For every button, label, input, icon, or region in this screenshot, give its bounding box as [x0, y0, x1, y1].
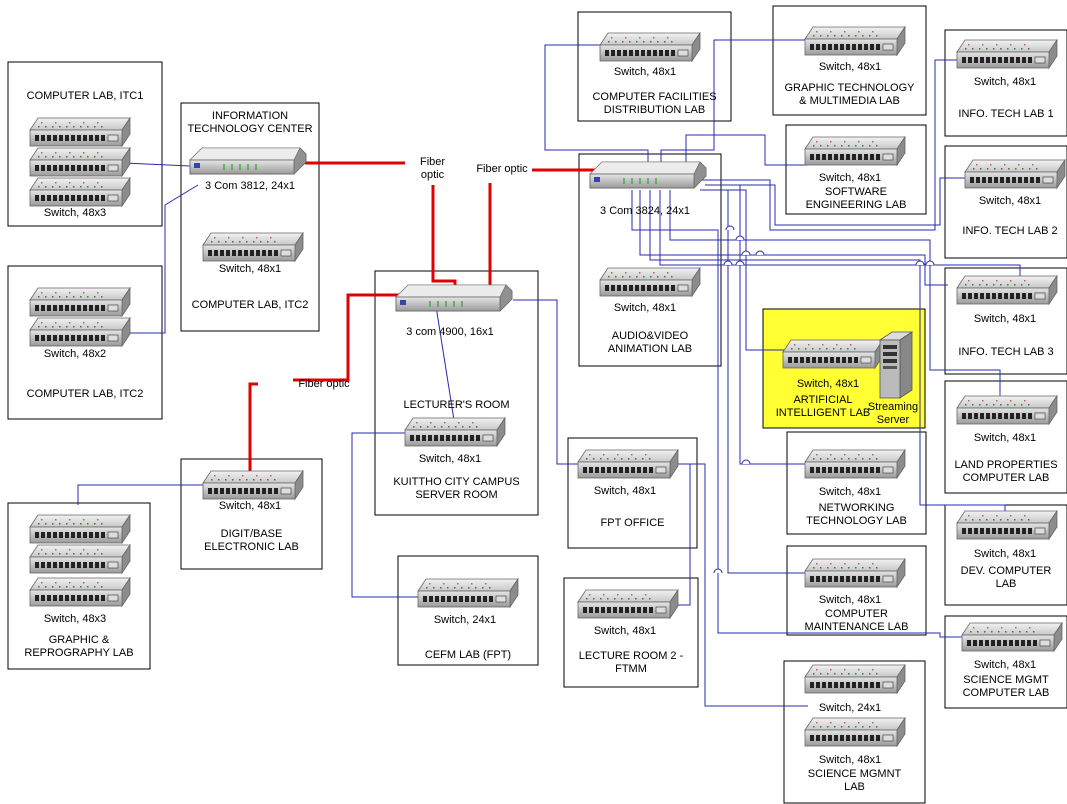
- cefm-switch-label: Switch, 24x1: [433, 614, 497, 626]
- switch-icon: [956, 395, 1058, 425]
- switch-icon: [782, 339, 884, 369]
- se-lab-title: SOFTWARE ENGINEERING LAB: [805, 186, 907, 211]
- ai-switch-label: Switch, 48x1: [796, 378, 860, 390]
- lecturers-room-title: LECTURER'S ROOM: [403, 399, 510, 411]
- switch-icon: [804, 558, 906, 588]
- switch-icon: [956, 275, 1058, 305]
- digit-lab-title: DIGIT/BASE ELECTRONIC LAB: [204, 528, 299, 553]
- server-icon: [878, 331, 914, 399]
- gtm-lab-title: GRAPHIC TECHNOLOGY & MULTIMEDIA LAB: [784, 82, 915, 107]
- switch-icon: [956, 39, 1058, 69]
- switch-icon: [404, 417, 506, 447]
- switch-icon: [202, 232, 304, 262]
- router-icon: [395, 284, 513, 312]
- fiber-optic-label: Fiber optic: [476, 163, 528, 175]
- switch-icon: [577, 449, 679, 479]
- itc2-left-switch-label: Switch, 48x2: [43, 348, 107, 360]
- streaming-server-label: Streaming Server: [867, 401, 919, 426]
- se-switch-label: Switch, 48x1: [818, 172, 882, 184]
- sm-lab-title: SCIENCE MGMT COMPUTER LAB: [962, 674, 1050, 699]
- itc-center-switch-label: Switch, 48x1: [218, 263, 282, 275]
- sci-switch2-label: Switch, 48x1: [818, 754, 882, 766]
- switch-icon: [599, 267, 701, 297]
- net-lab-title: NETWORKING TECHNOLOGY LAB: [806, 502, 907, 527]
- gtm-switch-label: Switch, 48x1: [818, 61, 882, 73]
- fiber-optic-label: Fiber optic: [298, 378, 350, 390]
- itc1-switch-label: Switch, 48x3: [43, 207, 107, 219]
- dev-lab-title: DEV. COMPUTER LAB: [960, 565, 1052, 590]
- switch-icon: [804, 136, 906, 166]
- cm-switch-label: Switch, 48x1: [818, 594, 882, 606]
- switch-icon: [29, 117, 131, 207]
- lr2-switch-label: Switch, 48x1: [593, 625, 657, 637]
- switch-icon: [29, 514, 131, 607]
- av-switch-label: Switch, 48x1: [613, 302, 677, 314]
- lp-switch-label: Switch, 48x1: [973, 432, 1037, 444]
- it2-switch-label: Switch, 48x1: [978, 195, 1042, 207]
- router-icon: [589, 161, 707, 189]
- itc-center-title: INFORMATION TECHNOLOGY CENTER: [187, 110, 313, 135]
- it1-lab-title: INFO. TECH LAB 1: [958, 108, 1054, 120]
- switch-icon: [961, 622, 1063, 652]
- switch-icon: [956, 510, 1058, 540]
- digit-switch-label: Switch, 48x1: [218, 500, 282, 512]
- switch-icon: [577, 589, 679, 619]
- room-boxes: [7, 5, 1067, 804]
- dev-switch-label: Switch, 48x1: [973, 548, 1037, 560]
- switch-icon: [202, 470, 304, 500]
- cefm-lab-title: CEFM LAB (FPT): [424, 649, 512, 661]
- cm-lab-title: COMPUTER MAINTENANCE LAB: [804, 608, 909, 633]
- switch-icon: [599, 32, 701, 62]
- fiber-optic-label: Fiber optic: [419, 156, 446, 181]
- sci-switch1-label: Switch, 24x1: [818, 702, 882, 714]
- server-switch-label: Switch, 48x1: [418, 453, 482, 465]
- server-room-title: KUITTHO CITY CAMPUS SERVER ROOM: [393, 476, 520, 501]
- av-router-label: 3 Com 3824, 24x1: [600, 205, 690, 217]
- fpt-office-title: FPT OFFICE: [600, 517, 665, 529]
- line-crossings: [713, 225, 935, 574]
- graphic-lab-title: GRAPHIC & REPROGRAPHY LAB: [24, 634, 134, 659]
- switch-icon: [804, 449, 906, 479]
- cfd-lab-title: COMPUTER FACILITIES DISTRIBUTION LAB: [592, 91, 717, 116]
- av-lab-title: AUDIO&VIDEO ANIMATION LAB: [607, 330, 693, 355]
- it1-switch-label: Switch, 48x1: [973, 76, 1037, 88]
- switch-icon: [964, 159, 1066, 189]
- fpt-switch-label: Switch, 48x1: [593, 485, 657, 497]
- graphic-switch-label: Switch, 48x3: [43, 613, 107, 625]
- net-switch-label: Switch, 48x1: [818, 486, 882, 498]
- core-router-label: 3 com 4900, 16x1: [406, 326, 494, 338]
- itc1-title: COMPUTER LAB, ITC1: [26, 90, 144, 102]
- it3-switch-label: Switch, 48x1: [973, 313, 1037, 325]
- itc-center-lab-title: COMPUTER LAB, ITC2: [191, 299, 309, 311]
- router-icon: [189, 147, 307, 175]
- it2-lab-title: INFO. TECH LAB 2: [962, 225, 1058, 237]
- lr2-title: LECTURE ROOM 2 - FTMM: [578, 650, 684, 675]
- switch-icon: [29, 287, 131, 347]
- sci-lab-title: SCIENCE MGMNT LAB: [807, 768, 902, 793]
- cfd-switch-label: Switch, 48x1: [613, 66, 677, 78]
- switch-icon: [417, 578, 519, 608]
- ai-lab-title: ARTIFICIAL INTELLIGENT LAB: [775, 394, 871, 419]
- lp-lab-title: LAND PROPERTIES COMPUTER LAB: [954, 459, 1058, 484]
- itc-center-router-label: 3 Com 3812, 24x1: [205, 180, 295, 192]
- itc2-left-title: COMPUTER LAB, ITC2: [26, 388, 144, 400]
- sm-switch-label: Switch, 48x1: [973, 659, 1037, 671]
- switch-icon: [804, 26, 906, 56]
- it3-lab-title: INFO. TECH LAB 3: [958, 346, 1054, 358]
